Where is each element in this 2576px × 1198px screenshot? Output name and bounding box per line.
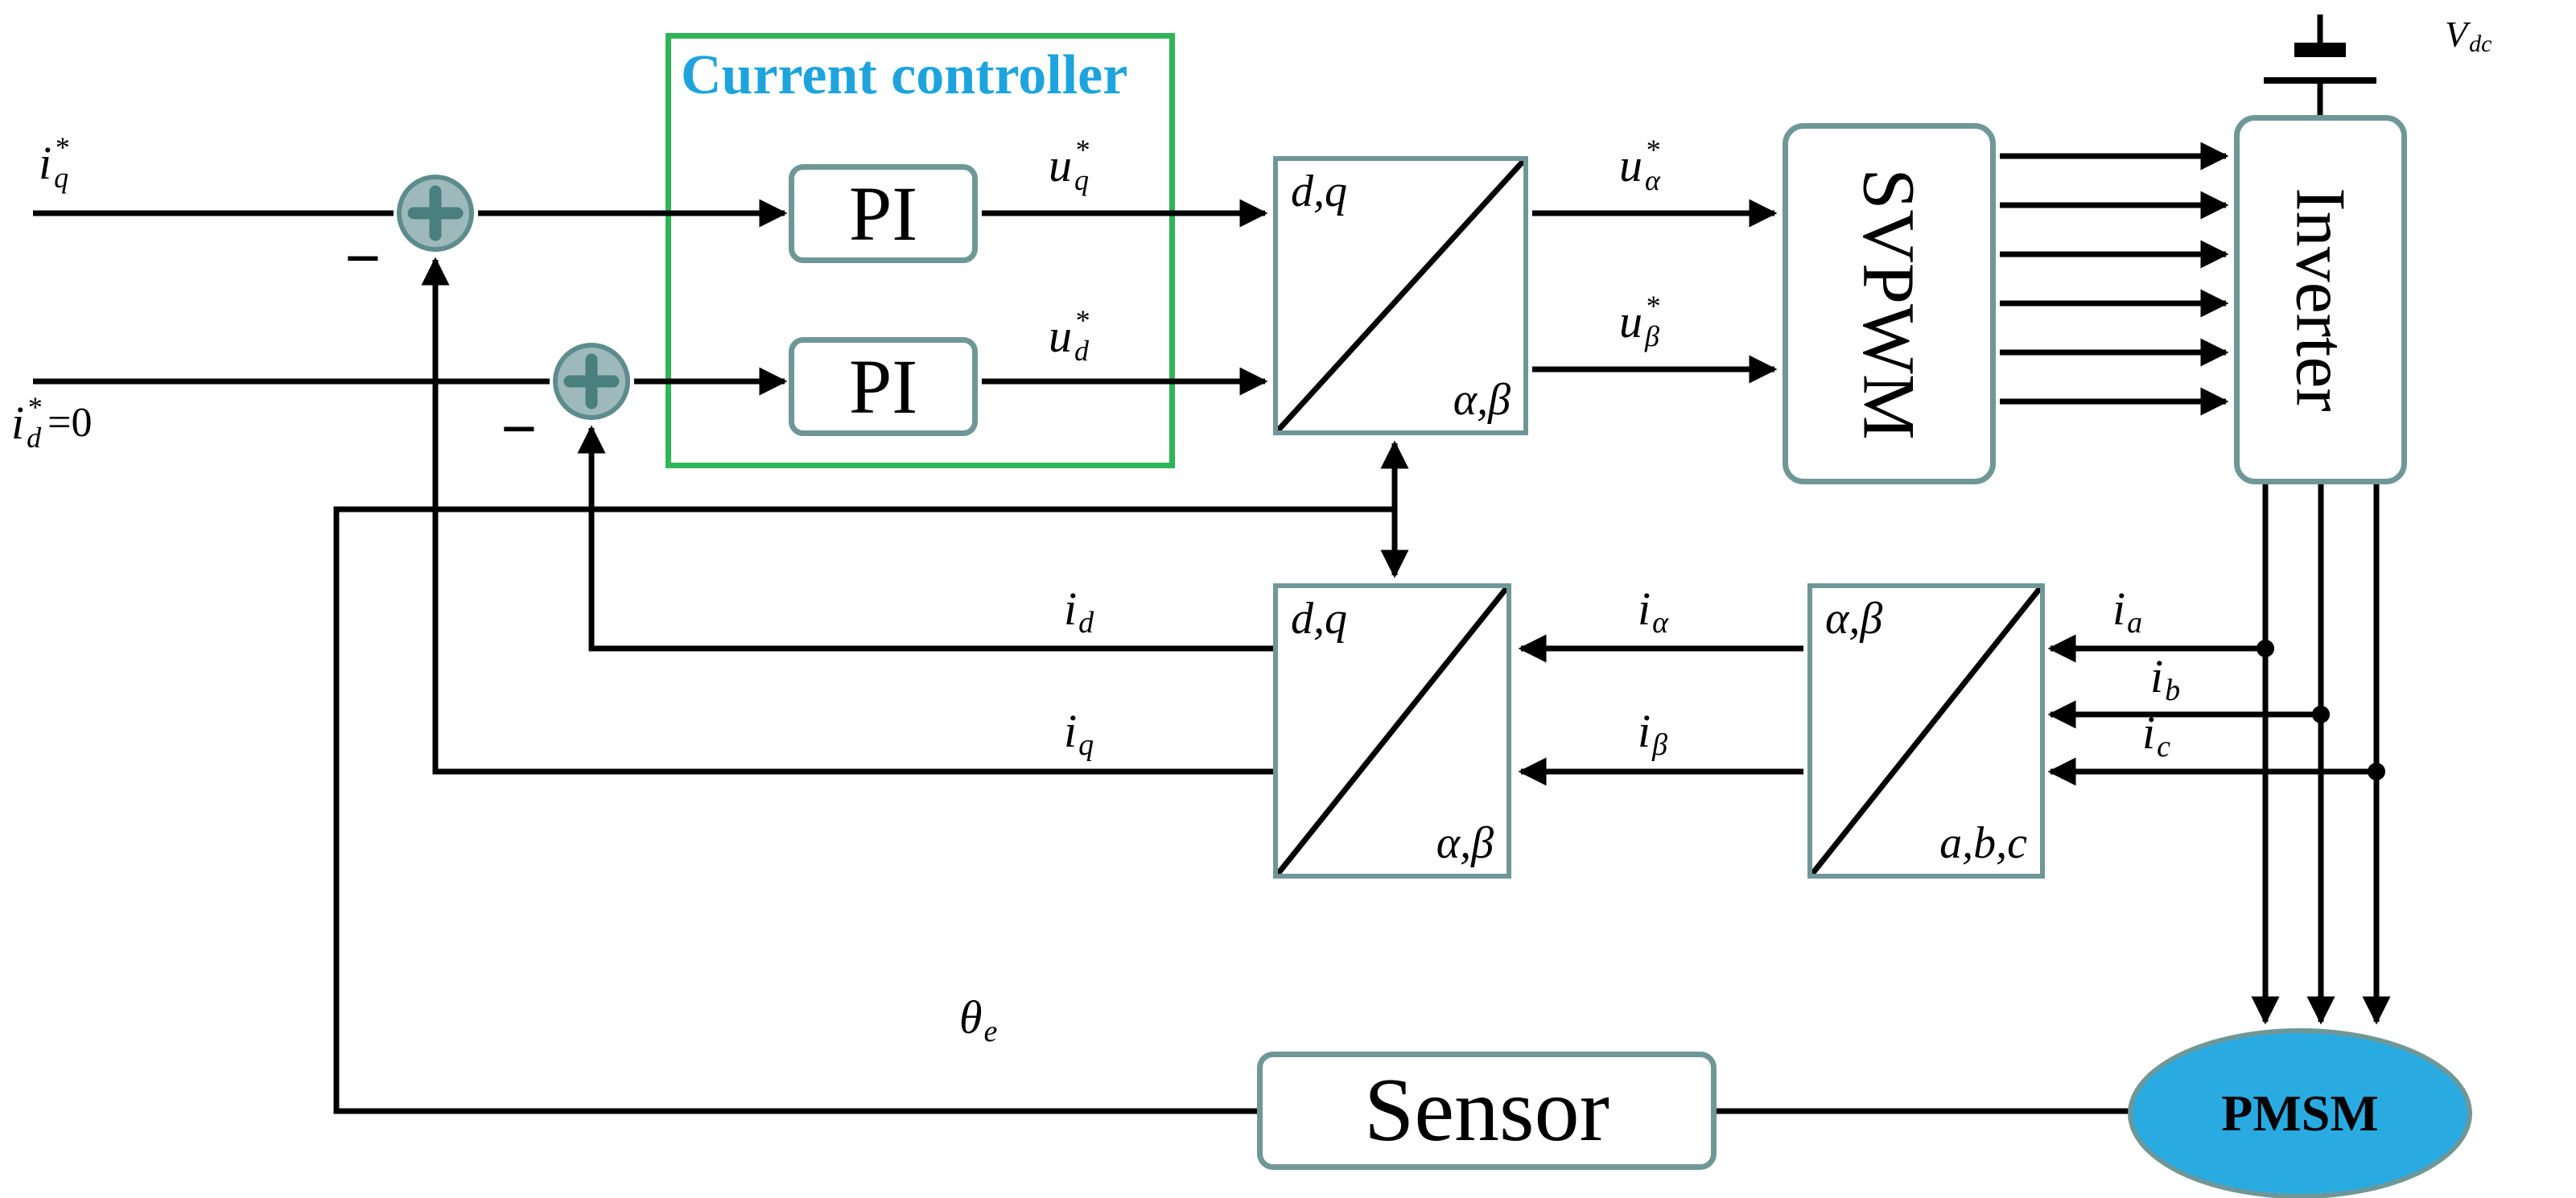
dq-label: d,q	[1291, 594, 1347, 644]
label-ia: i a	[2112, 583, 2142, 639]
label-base: u	[1619, 295, 1642, 348]
pmsm-label: PMSM	[2221, 1085, 2379, 1142]
diagonal-divider	[1278, 588, 1506, 874]
summing-junction-q	[397, 175, 474, 252]
label-sup: *	[1645, 290, 1659, 322]
label-sub: d	[1074, 335, 1089, 367]
label-iq-feedback: i q	[1064, 705, 1094, 761]
label-base: i	[11, 397, 25, 449]
label-base: i	[39, 137, 52, 189]
label-sub: a	[2127, 606, 2143, 640]
label-vdc: V dc	[2445, 14, 2492, 57]
summing-junction-d	[553, 343, 630, 420]
label-base: i	[2112, 583, 2126, 635]
alphabeta-label: α,β	[1825, 594, 1883, 644]
label-base: V	[2445, 14, 2468, 55]
label-base: i	[2142, 706, 2156, 759]
label-ibeta: i β	[1638, 705, 1667, 761]
label-sub: β	[1652, 728, 1668, 762]
label-ubeta-ref: u *β	[1619, 291, 1659, 352]
abc-label: a,b,c	[1939, 818, 2027, 868]
alphabeta-label: α,β	[1436, 818, 1494, 868]
label-theta-e: θ e	[959, 991, 997, 1048]
label-sub: d	[27, 422, 42, 454]
label-ic: i c	[2142, 706, 2170, 763]
wire-theta-feedback	[333, 506, 1395, 1114]
label-sub: q	[54, 162, 69, 194]
label-base: i	[1638, 705, 1651, 757]
label-sub: q	[1074, 164, 1089, 196]
label-base: i	[1064, 705, 1078, 757]
label-uq-ref: u *q	[1049, 135, 1089, 196]
sensor-label: Sensor	[1364, 1060, 1609, 1160]
label-sub: b	[2165, 673, 2181, 707]
label-base: i	[1638, 583, 1651, 635]
svpwm-block: SVPWM	[1783, 123, 1996, 484]
label-iq-ref: i *q	[39, 133, 68, 194]
current-controller-box	[666, 33, 1175, 468]
label-base: i	[2150, 650, 2164, 702]
label-base: u	[1619, 139, 1642, 191]
diagonal-divider	[1278, 161, 1523, 430]
label-sup: *	[1645, 134, 1659, 166]
current-controller-title: Current controller	[681, 44, 1128, 106]
label-sub: dc	[2469, 31, 2492, 57]
label-ualpha-ref: u *α	[1619, 135, 1660, 196]
arrow-iq-feedback	[421, 257, 1273, 775]
alphabeta-label: α,β	[1453, 375, 1511, 425]
label-ud-ref: u *d	[1049, 306, 1089, 367]
dq-to-alphabeta-block: d,q α,β	[1273, 156, 1528, 435]
label-ib: i b	[2150, 650, 2180, 706]
label-sup: *	[27, 391, 42, 423]
label-sub: c	[2157, 730, 2170, 764]
label-id-ref: i *d =0	[11, 393, 92, 454]
label-sub: β	[1645, 320, 1659, 352]
inverter-label: Inverter	[2281, 187, 2360, 412]
label-suffix: =0	[47, 400, 93, 446]
dq-label: d,q	[1291, 167, 1347, 216]
svpwm-label: SVPWM	[1848, 167, 1931, 440]
label-sup: *	[54, 131, 69, 163]
plus-icon	[563, 353, 620, 410]
label-sub: α	[1652, 606, 1669, 640]
pi-controller-d: PI	[789, 337, 978, 436]
arrow-id-feedback	[577, 425, 1273, 652]
label-sub: q	[1078, 728, 1094, 762]
label-base: θ	[959, 991, 983, 1044]
minus-sign-q: −	[344, 224, 381, 294]
minus-sign-d: −	[501, 394, 538, 465]
pi-q-label: PI	[848, 171, 918, 257]
sensor-block: Sensor	[1257, 1052, 1717, 1170]
label-sup: *	[1074, 304, 1089, 336]
label-sub: e	[983, 1015, 998, 1048]
label-base: u	[1049, 310, 1072, 362]
plus-icon	[407, 185, 464, 241]
pi-d-label: PI	[848, 344, 918, 430]
label-sub: α	[1645, 164, 1660, 196]
label-base: u	[1049, 139, 1072, 191]
pmsm-motor: PMSM	[2128, 1028, 2472, 1198]
label-ialpha: i α	[1638, 583, 1668, 639]
pi-controller-q: PI	[789, 164, 978, 263]
label-sub: d	[1078, 606, 1094, 640]
abc-to-alphabeta-block: α,β a,b,c	[1807, 583, 2045, 879]
diagonal-divider	[1812, 588, 2040, 874]
label-base: i	[1064, 583, 1078, 635]
label-id-feedback: i d	[1064, 583, 1094, 639]
alphabeta-to-dq-block: d,q α,β	[1273, 583, 1511, 879]
label-sup: *	[1074, 134, 1089, 166]
inverter-block: Inverter	[2234, 115, 2407, 484]
